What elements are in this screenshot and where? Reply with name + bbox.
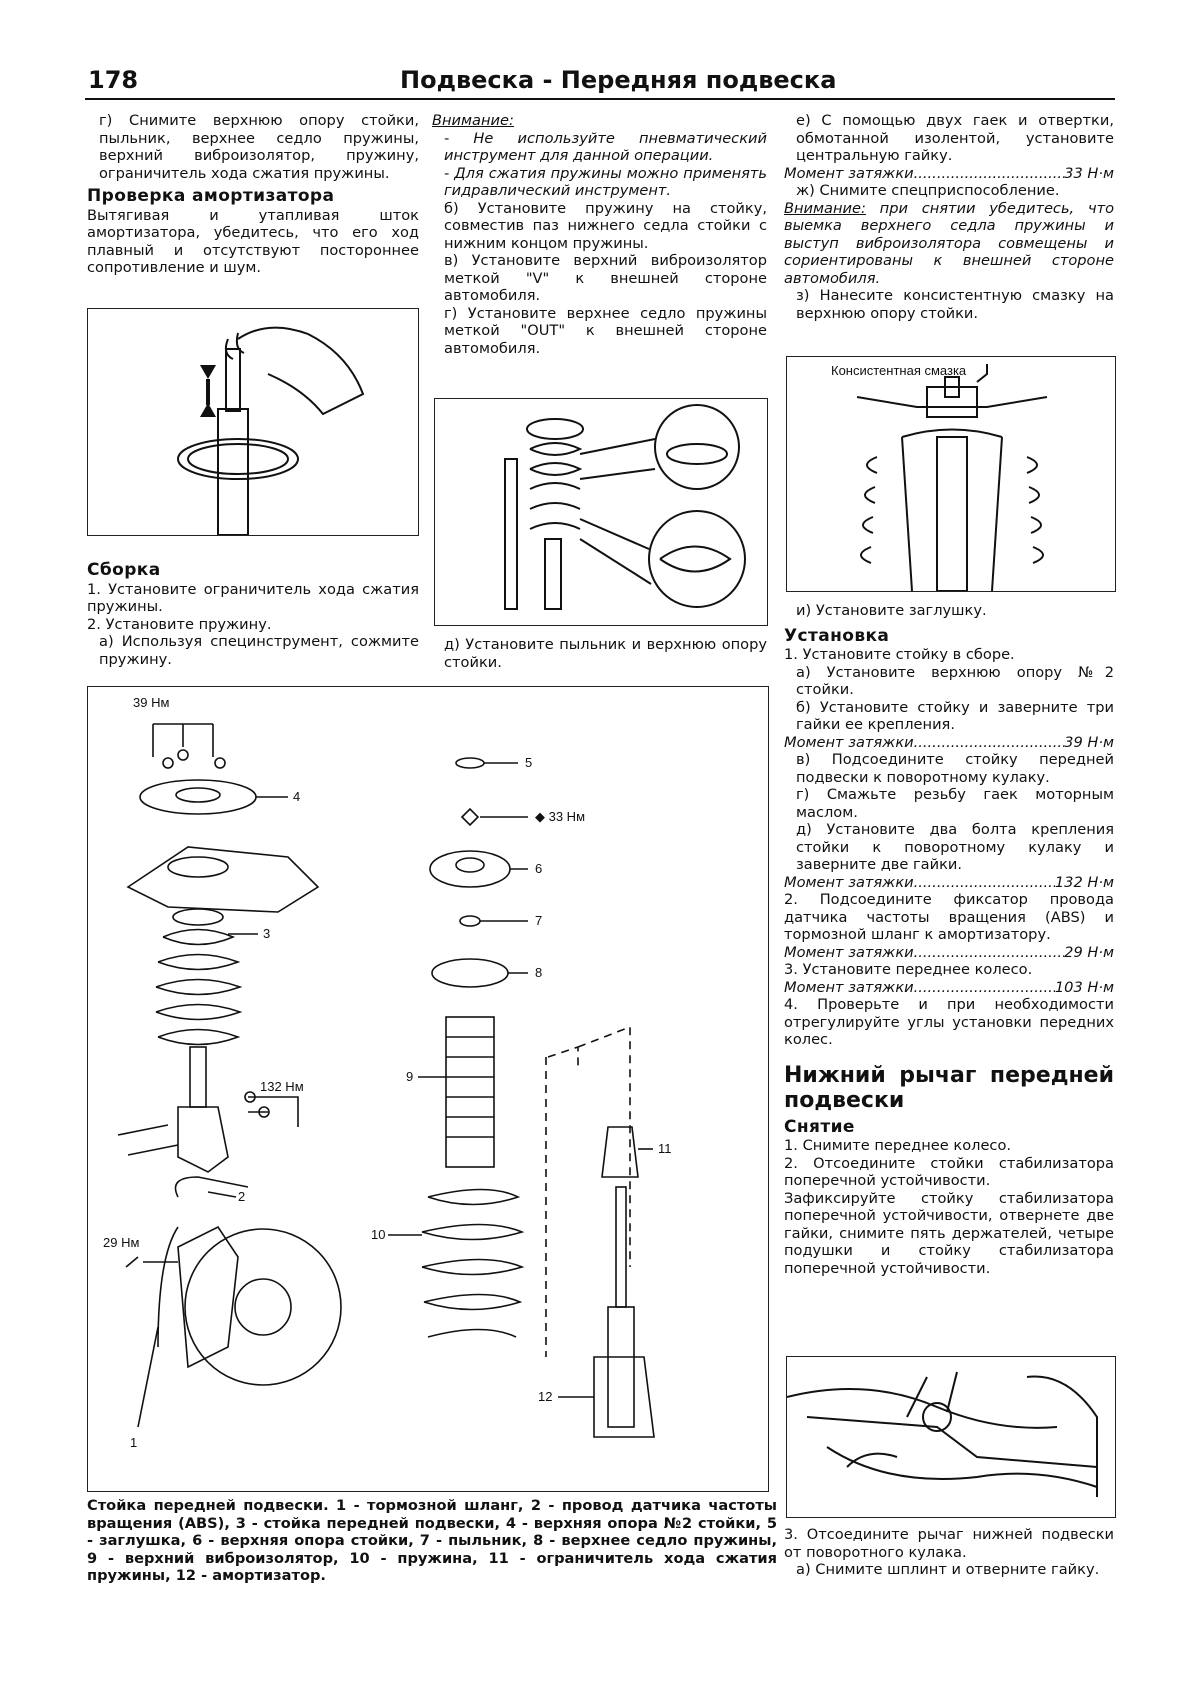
column-3-top: е) С помощью двух гаек и отвертки, обмот… [784, 112, 1114, 322]
torque-label: Момент затяжки [784, 978, 914, 996]
torque-value-29: 29 Н·м [1064, 943, 1114, 961]
shock-test-illustration [177, 326, 365, 535]
heading-shock-check: Проверка амортизатора [87, 186, 335, 206]
lower-arm-illustration [787, 1371, 1098, 1497]
torque-row-103: Момент затяжки 103 Н·м [784, 979, 1114, 997]
torque-33-label: ◆ 33 Нм [535, 809, 585, 824]
assembly-step-2a: а) Используя специнструмент, сожмите пру… [99, 633, 419, 668]
install-step-1v: в) Подсоедините стойку передней подвески… [796, 751, 1114, 786]
torque-value-39: 39 Н·м [1064, 733, 1114, 751]
column-3-bottom: 3. Отсоедините рычаг нижней подвески от … [784, 1526, 1114, 1579]
torque-row-132: Момент затяжки 132 Н·м [784, 874, 1114, 892]
figure-strut-exploded: 39 Нм 4 3 132 Нм 2 29 Нм 1 5 ◆ 33 Нм 6 7… [87, 686, 769, 1492]
step-i-cap: и) Установите заглушку. [796, 602, 987, 619]
step-g-remove: г) Снимите верхнюю опору стойки, пыльник… [99, 112, 419, 182]
step-v-insulator: в) Установите верхний виброизолятор метк… [444, 252, 767, 304]
torque-value-132: 132 Н·м [1054, 873, 1114, 891]
install-step-3: 3. Установите переднее колесо. [784, 961, 1033, 978]
install-step-1g: г) Смажьте резьбу гаек моторным маслом. [796, 786, 1114, 821]
attention-label-3: Внимание: [784, 199, 866, 217]
install-step-1d: д) Установите два болта крепления стойки… [796, 821, 1114, 873]
column-1-top: г) Снимите верхнюю опору стойки, пыльник… [87, 112, 419, 277]
diagram-labels: 39 Нм 4 3 132 Нм 2 29 Нм 1 5 ◆ 33 Нм 6 7… [103, 695, 672, 1450]
attention-item-1: - Не используйте пневматический инструме… [444, 129, 767, 165]
install-step-1: 1. Установите стойку в сборе. [784, 646, 1015, 663]
step-zh-remove-tool: ж) Снимите спецприспособление. [796, 182, 1060, 199]
torque-row-39: Момент затяжки 39 Н·м [784, 734, 1114, 752]
heading-removal: Снятие [784, 1116, 855, 1137]
removal-step-3: 3. Отсоедините рычаг нижней подвески от … [784, 1526, 1114, 1561]
part-10-label: 10 [371, 1227, 385, 1242]
step-d-boot: д) Установите пыльник и верхнюю опору ст… [444, 636, 767, 671]
torque-132-label: 132 Нм [260, 1079, 304, 1094]
strut-marks-illustration [504, 404, 746, 610]
torque-39-label: 39 Нм [133, 695, 169, 710]
figure-grease: Консистентная смазка [786, 356, 1116, 592]
install-step-1a: а) Установите верхнюю опору №2 стойки. [796, 663, 1114, 699]
install-step-2: 2. Подсоедините фиксатор провода датчика… [784, 891, 1114, 943]
torque-label: Момент затяжки [784, 733, 914, 751]
column-2-top: Внимание: - Не используйте пневматически… [432, 112, 767, 357]
column-1-assembly: Сборка 1. Установите ограничитель хода с… [87, 556, 419, 668]
part-2-label: 2 [238, 1189, 245, 1204]
part-8-label: 8 [535, 965, 542, 980]
header-rule [85, 98, 1115, 100]
attention-label: Внимание: [432, 112, 514, 129]
torque-29-label: 29 Нм [103, 1235, 139, 1250]
torque-row-29: Момент затяжки 29 Н·м [784, 944, 1114, 962]
step-z-grease: з) Нанесите консистентную смазку на верх… [796, 287, 1114, 322]
figure-lower-arm [786, 1356, 1116, 1518]
step-e-center-nut: е) С помощью двух гаек и отвертки, обмот… [796, 112, 1114, 164]
part-5-label: 5 [525, 755, 532, 770]
grease-illustration: Консистентная смазка [831, 363, 1048, 591]
torque-label: Момент затяжки [784, 873, 914, 891]
assembly-step-2: 2. Установите пружину. [87, 615, 272, 633]
part-4-label: 4 [293, 789, 300, 804]
shock-check-text: Вытягивая и утапливая шток амортизатора,… [87, 206, 419, 277]
install-step-4: 4. Проверьте и при необходимости отрегул… [784, 996, 1114, 1048]
removal-step-2-text: Зафиксируйте стойку стабилизатора попере… [784, 1189, 1114, 1277]
part-11-label: 11 [658, 1141, 672, 1156]
part-9-label: 9 [406, 1069, 413, 1084]
part-12-label: 12 [538, 1389, 552, 1404]
heading-lower-arm: Нижний рычаг передней подвески [784, 1062, 1114, 1113]
grease-label: Консистентная смазка [831, 363, 967, 378]
attention-item-2: - Для сжатия пружины можно применять гид… [444, 164, 767, 200]
heading-install: Установка [784, 625, 890, 646]
torque-row-33: Момент затяжки 33 Н·м [784, 165, 1114, 183]
step-g-seat: г) Установите верхнее седло пружины метк… [444, 304, 767, 357]
removal-step-1: 1. Снимите переднее колесо. [784, 1137, 1012, 1154]
step-b-install-spring: б) Установите пружину на стойку, совмест… [444, 199, 767, 252]
torque-label: Момент затяжки [784, 943, 914, 961]
attention-text-3: при снятии убедитесь, что выемка верхнег… [784, 199, 1114, 287]
figure-strut-marks [434, 398, 768, 626]
part-1-label: 1 [130, 1435, 137, 1450]
torque-value-33: 33 Н·м [1064, 164, 1114, 182]
figure-caption: Стойка передней подвески. 1 - тормозной … [87, 1497, 777, 1585]
part-6-label: 6 [535, 861, 542, 876]
strut-exploded-diagram: 39 Нм 4 3 132 Нм 2 29 Нм 1 5 ◆ 33 Нм 6 7… [103, 695, 672, 1450]
removal-step-3a: а) Снимите шплинт и отверните гайку. [796, 1561, 1100, 1578]
heading-assembly: Сборка [87, 560, 161, 580]
page-title: Подвеска - Передняя подвеска [400, 66, 837, 94]
install-step-1b: б) Установите стойку и заверните три гай… [796, 698, 1114, 734]
removal-step-2: 2. Отсоедините стойки стабилизатора попе… [784, 1154, 1114, 1190]
torque-value-103: 103 Н·м [1054, 978, 1114, 996]
column-3-install: и) Установите заглушку. Установка 1. Уст… [784, 602, 1114, 1277]
assembly-step-1: 1. Установите ограничитель хода сжатия п… [87, 580, 419, 616]
page-number: 178 [88, 66, 139, 94]
part-7-label: 7 [535, 913, 542, 928]
torque-label: Момент затяжки [784, 164, 914, 182]
column-2-step-d: д) Установите пыльник и верхнюю опору ст… [432, 636, 767, 671]
part-3-label: 3 [263, 926, 270, 941]
figure-shock-test [87, 308, 419, 536]
